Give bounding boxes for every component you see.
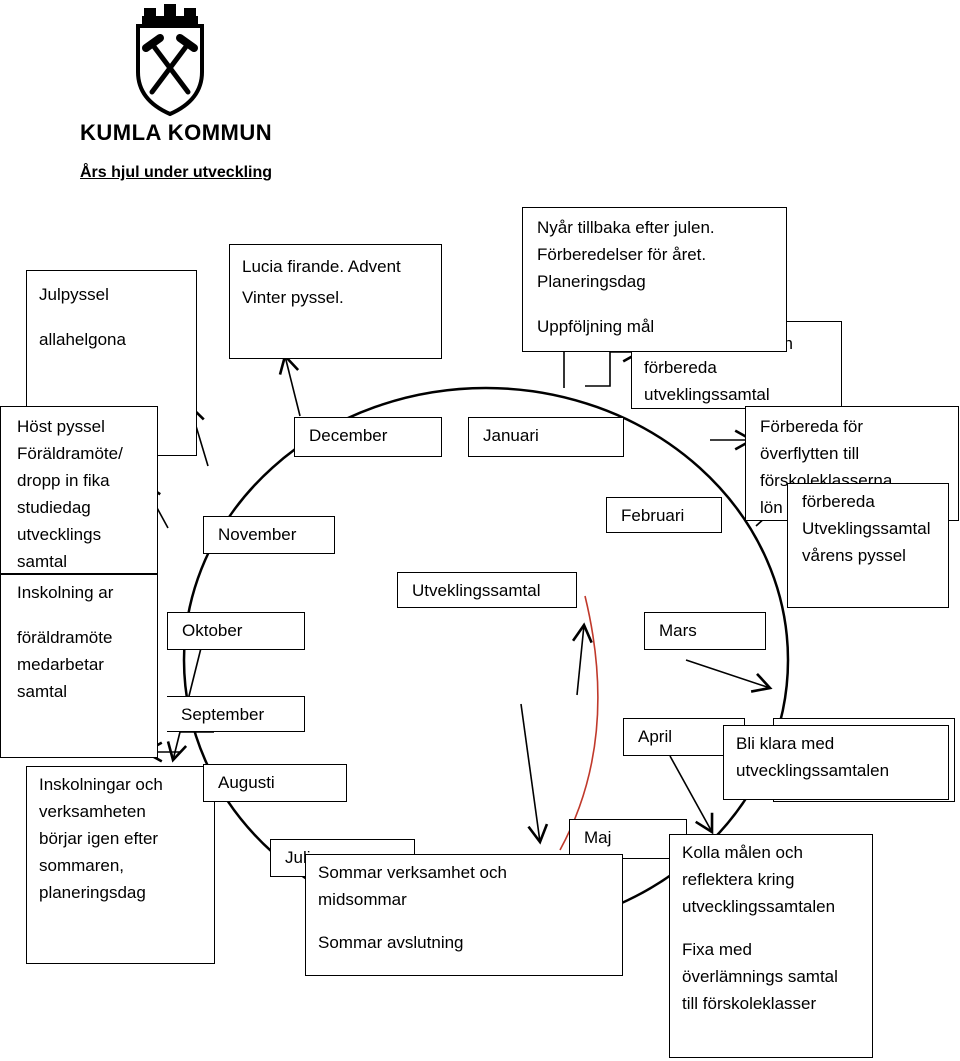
inskolning-ar-box: Inskolning ar föräldramöte medarbetar sa… <box>0 574 158 758</box>
kumla-kommun-logo: KUMLA KOMMUN <box>76 0 286 155</box>
arrow-up-to-utveckling <box>571 622 593 696</box>
inskolning-ar-line-1: Inskolning ar <box>17 583 114 602</box>
month-december: December <box>294 417 442 457</box>
kolla-line-1: Kolla målen och <box>682 843 803 862</box>
overflytten-line-2: överflytten till <box>760 444 860 463</box>
inskolning-ar-line-3: medarbetar <box>17 655 104 674</box>
sommar-box: Sommar verksamhet och midsommar Sommar a… <box>305 854 623 976</box>
allahelgona-line: allahelgona <box>39 330 126 349</box>
inskolningar-line-5: planeringsdag <box>39 883 146 902</box>
month-oktober: Oktober <box>167 612 305 650</box>
kolla-box: Kolla målen och reflektera kring utveckl… <box>669 834 873 1058</box>
page-title: Års hjul under utveckling <box>80 164 273 181</box>
nyar-line-2: Förberedelser för året. <box>537 245 707 264</box>
host-box: Höst pyssel Föräldramöte/ dropp in fika … <box>0 406 158 574</box>
inskolningar-line-3: börjar igen efter <box>39 829 159 848</box>
inskolningar-line-2: verksamheten <box>39 802 146 821</box>
host-line-3: dropp in fika <box>17 471 110 490</box>
sommar-line-3: Sommar avslutning <box>318 933 464 952</box>
julpyssel-line: Julpyssel <box>39 285 109 304</box>
kolla-line-4: Fixa med <box>682 940 752 959</box>
month-utvecklingssamtal: Utveklingssamtal <box>397 572 577 608</box>
forbereda-var-line-2: Utveklingssamtal <box>802 519 931 538</box>
forbereda-utv-line-1: förbereda <box>644 358 717 377</box>
nyar-line-4: Uppföljning mål <box>537 317 655 336</box>
connector-nyar <box>585 341 643 387</box>
forbereda-utv-line-2: utveklingssamtal <box>644 385 770 404</box>
kolla-line-5: överlämnings samtal <box>682 967 838 986</box>
month-februari: Februari <box>606 497 722 533</box>
bli-klara-line-2: utvecklingssamtalen <box>736 761 890 780</box>
host-line-4: studiedag <box>17 498 91 517</box>
kolla-line-3: utvecklingssamtalen <box>682 897 836 916</box>
accent-curve <box>559 595 599 851</box>
inskolning-ar-line-4: samtal <box>17 682 68 701</box>
host-line-1: Höst pyssel <box>17 417 105 436</box>
arrow-mars-to-right <box>685 659 773 693</box>
forbereda-var-line-1: förbereda <box>802 492 875 511</box>
lucia-box: Lucia firande. Advent Vinter pyssel. <box>229 244 442 359</box>
sommar-line-2: midsommar <box>318 890 407 909</box>
logo-wordmark: KUMLA KOMMUN <box>80 120 272 145</box>
inskolningar-line-1: Inskolningar och <box>39 775 163 794</box>
nyar-line-3: Planeringsdag <box>537 272 646 291</box>
overflytten-line-4: lön <box>760 498 783 517</box>
forbereda-var-box: förbereda Utveklingssamtal vårens pyssel <box>787 483 949 608</box>
sommar-line-1: Sommar verksamhet och <box>318 863 507 882</box>
kolla-line-2: reflektera kring <box>682 870 795 889</box>
arrow-april-to-kolla <box>669 755 714 835</box>
bli-klara-box: Bli klara med utvecklingssamtalen <box>723 725 949 800</box>
host-line-6: samtal <box>17 552 68 571</box>
forbereda-utv-hidden-tail: n <box>783 334 793 353</box>
arrow-down-to-maj <box>520 703 549 845</box>
host-line-5: utvecklings <box>17 525 102 544</box>
nyar-line-1: Nyår tillbaka efter julen. <box>537 218 715 237</box>
month-mars: Mars <box>644 612 766 650</box>
inskolning-ar-line-2: föräldramöte <box>17 628 113 647</box>
crossed-hammers-icon <box>142 34 198 95</box>
month-maj: Maj <box>569 819 687 859</box>
inskolningar-box: Inskolningar och verksamheten börjar ige… <box>26 766 215 964</box>
arrow-december-to-lucia <box>278 353 301 417</box>
bli-klara-line-1: Bli klara med <box>736 734 835 753</box>
lucia-line-2: Vinter pyssel. <box>242 288 344 307</box>
nyar-box: Nyår tillbaka efter julen. Förberedelser… <box>522 207 787 352</box>
month-augusti: Augusti <box>203 764 347 802</box>
month-januari: Januari <box>468 417 624 457</box>
lucia-line-1: Lucia firande. Advent <box>242 257 401 276</box>
month-november: November <box>203 516 335 554</box>
forbereda-var-line-3: vårens pyssel <box>802 546 906 565</box>
crown-icon <box>142 4 198 24</box>
host-line-2: Föräldramöte/ <box>17 444 123 463</box>
kolla-line-6: till förskoleklasser <box>682 994 817 1013</box>
month-september: September <box>167 696 305 732</box>
inskolningar-line-4: sommaren, <box>39 856 125 875</box>
overflytten-line-1: Förbereda för <box>760 417 863 436</box>
